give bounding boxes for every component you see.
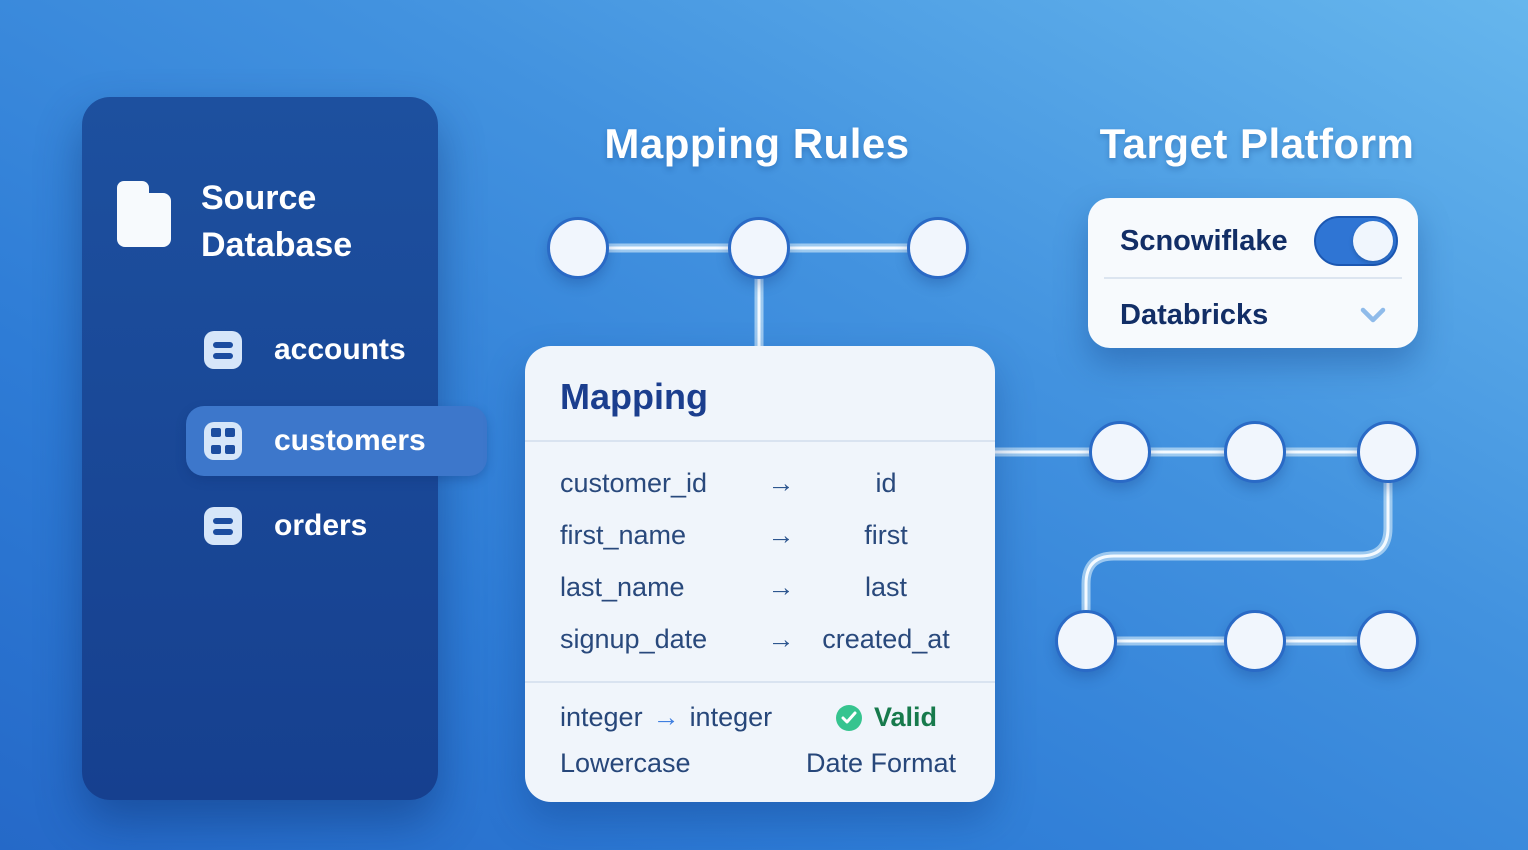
arrow-right-icon: → [767,467,795,498]
target-field: last [864,571,908,602]
platform-label: Databricks [1120,298,1269,331]
mapping-row: last_name → last [560,570,970,604]
sidebar-item-accounts[interactable]: accounts [186,315,487,385]
source-database-panel: Source Database accounts customers order… [82,97,487,800]
pipeline-node [1224,610,1286,672]
mapping-card-title: Mapping [560,376,708,417]
type-rule: integer → integer [560,702,772,733]
platform-option-databricks[interactable]: Databricks [1088,279,1418,351]
sidebar-item-label: accounts [274,333,406,366]
panel-title: Source Database [201,179,353,264]
chevron-down-icon[interactable] [1360,307,1386,323]
valid-label: Valid [874,702,938,732]
mapping-row: first_name → first [560,518,970,552]
pipeline-node [1224,421,1286,483]
table-grid-icon [204,422,242,460]
toggle-knob [1353,221,1393,261]
panel-header: Source Database [117,175,411,269]
source-field: signup_date [560,623,708,654]
table-rows-icon [204,507,242,545]
divider [525,681,995,683]
type-source: integer [560,702,643,732]
target-field: first [864,519,908,550]
platform-label: Scnowiflake [1120,224,1288,257]
sidebar-item-orders[interactable]: orders [186,491,487,561]
pipeline-node [1089,421,1151,483]
mapping-rules-title: Mapping Rules [604,120,910,167]
pipeline-node [1055,610,1117,672]
pipeline-node [547,217,609,279]
rule-lowercase: Lowercase [560,748,691,778]
type-target: integer [689,702,773,732]
pipeline-node [1357,610,1419,672]
sidebar-item-customers[interactable]: customers [186,406,487,476]
arrow-right-icon: → [767,623,795,654]
arrow-right-icon: → [767,519,795,550]
divider [1104,277,1402,279]
target-field: id [875,467,897,498]
pipeline-node [728,217,790,279]
mapping-card: Mapping customer_id → id first_name → fi… [525,346,995,802]
target-platform-card: Scnowiflake Databricks [1088,198,1418,348]
sidebar-item-label: orders [274,509,368,542]
rule-date-format: Date Format [806,748,957,778]
pipeline-node [1357,421,1419,483]
sidebar-item-label: customers [274,424,426,457]
mapping-row: customer_id → id [560,466,970,500]
divider [525,440,995,442]
source-field: customer_id [560,467,708,498]
mapping-row: signup_date → created_at [560,622,970,656]
target-field: created_at [822,623,950,654]
platform-option-snowflake[interactable]: Scnowiflake [1088,205,1418,277]
target-platform-title: Target Platform [1099,120,1415,167]
check-circle-icon [836,704,862,731]
arrow-right-icon: → [652,702,680,732]
source-field: first_name [560,519,687,550]
table-rows-icon [204,331,242,369]
pipeline-node [907,217,969,279]
validation-status: Valid [836,702,937,733]
toggle-switch[interactable] [1314,216,1398,266]
source-field: last_name [560,571,685,602]
arrow-right-icon: → [767,571,795,602]
folder-icon [117,181,171,247]
